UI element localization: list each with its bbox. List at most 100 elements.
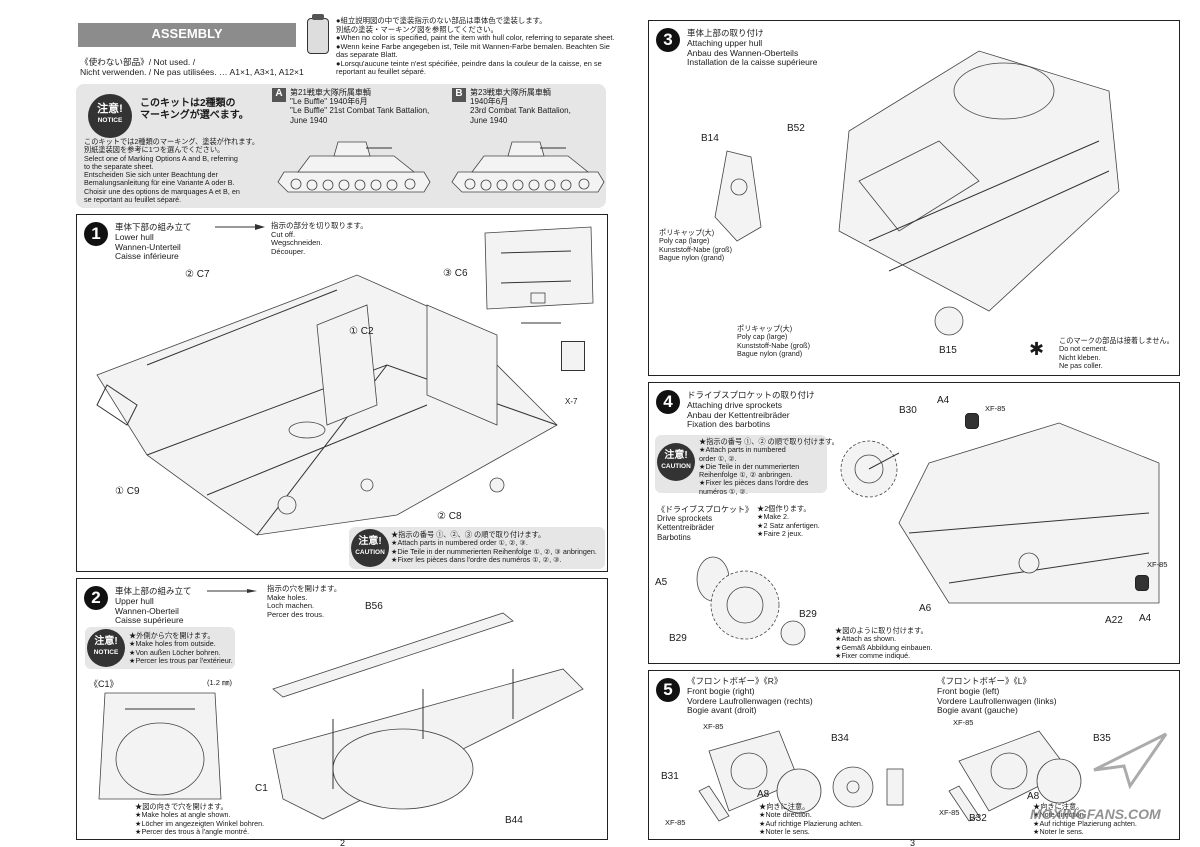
- watermark-text: MOXINGFANS.COM: [1030, 806, 1161, 822]
- direction-note-left: ★向きに注意。 ★Note direction. ★Auf richtige P…: [1033, 802, 1137, 836]
- step3-number: 3: [656, 28, 680, 52]
- step4-number: 4: [656, 390, 680, 414]
- label-a22: B29: [669, 633, 687, 644]
- xf85-label-5: XF-85: [953, 718, 974, 727]
- step2-title: 車体上部の組み立て Upper hull Wannen-Oberteil Cai…: [115, 586, 192, 626]
- front-bogie-left-illustration: [948, 730, 1082, 822]
- label-a4-top: A4: [937, 395, 950, 406]
- step2-number: 2: [84, 586, 108, 610]
- label-b32: B32: [969, 813, 987, 824]
- step2-notice-panel: 注意! NOTICE ★外側から穴を開けます。 ★Make holes from…: [85, 627, 235, 669]
- xf85-label-3: XF-85: [703, 722, 724, 731]
- lower-hull-illustration: [96, 274, 558, 536]
- label-b31: B31: [661, 771, 679, 782]
- step4-panel: 4 ドライブスプロケットの取り付け Attaching drive sprock…: [648, 382, 1180, 664]
- label-c1: C1: [255, 783, 268, 794]
- sprocket-assembly-illustration: [696, 556, 806, 646]
- a4-bottom-polycap: [1135, 575, 1149, 591]
- label-b29-left: A6: [919, 603, 932, 614]
- label-c9: ① C9: [115, 486, 140, 497]
- label-b56: B56: [365, 601, 383, 612]
- no-cement-note: このマークの部品は接着しません。 Do not cement. Nicht kl…: [1059, 336, 1174, 370]
- label-a4-bottom: A4: [1139, 613, 1152, 624]
- step2-notice-text: ★外側から穴を開けます。 ★Make holes from outside. ★…: [129, 631, 233, 665]
- step4-caution-panel: 注意! CAUTION ★指示の番号 ①、② の順で取り付けます。 ★Attac…: [655, 435, 839, 495]
- angle-text: ★図の向きで穴を開けます。 ★Make holes at angle shown…: [135, 802, 265, 836]
- step5-title-left: 《フロントボギー》《L》 Front bogie (left) Vordere …: [937, 676, 1057, 716]
- caution-badge: 注意! CAUTION: [351, 529, 389, 567]
- assembly-title: ASSEMBLY: [151, 26, 223, 41]
- label-b29-right: A22: [1105, 615, 1123, 626]
- hull-side-illustration: [898, 422, 1160, 604]
- polycap-note-1: ポリキャップ(大) Poly cap (large) Kunststoff-Na…: [659, 228, 732, 262]
- xf85-label-1: XF-85: [985, 404, 1006, 413]
- hole-note: 指示の穴を開けます。 Make holes. Loch machen. Perc…: [267, 584, 342, 619]
- right-page-number: 3: [910, 838, 916, 847]
- label-c6: ③ C6: [443, 268, 468, 279]
- part-c6-inset: [484, 226, 594, 324]
- upper-hull-illustration: [272, 612, 584, 820]
- wheel-detail-illustration: [832, 766, 904, 808]
- label-b44: B44: [505, 815, 523, 826]
- step2-panel: 2 車体上部の組み立て Upper hull Wannen-Oberteil C…: [76, 578, 608, 840]
- step1-title: 車体下部の組み立て Lower hull Wannen-Unterteil Ca…: [115, 222, 192, 262]
- upper-hull-attach-illustration: [838, 50, 1120, 336]
- label-a8-right: A8: [757, 789, 770, 800]
- step3-panel: 3 車体上部の取り付け Attaching upper hull Anbau d…: [648, 20, 1180, 376]
- label-b34: B34: [831, 733, 849, 744]
- xf85-label-6: XF-85: [939, 808, 960, 817]
- drive-sprocket-subtitle: 《ドライブスプロケット》 Drive sprockets Kettentreib…: [657, 505, 753, 542]
- label-a5: B29: [799, 609, 817, 620]
- not-used-note: 《使わない部品》/ Not used. / Nicht verwenden. /…: [80, 57, 304, 77]
- step3-title: 車体上部の取り付け Attaching upper hull Anbau des…: [687, 28, 818, 68]
- paint-note: ●組立説明図の中で塗装指示のない部品は車体色で塗装します。 別紙の塗装・マーキン…: [336, 16, 615, 77]
- xf85-label-4: XF-85: [665, 818, 686, 827]
- step1-panel: 1 車体下部の組み立て Lower hull Wannen-Unterteil …: [76, 214, 608, 572]
- c1-label: 《C1》: [89, 679, 119, 689]
- label-b35: B35: [1093, 733, 1111, 744]
- label-c7: ② C7: [185, 269, 210, 280]
- step2-notice-badge: 注意! NOTICE: [87, 629, 125, 667]
- step5-number: 5: [656, 678, 680, 702]
- left-page-number: 2: [340, 838, 346, 847]
- a4-top-polycap: [965, 413, 979, 429]
- label-x7: X-7: [565, 397, 578, 406]
- label-a6: A5: [655, 577, 668, 588]
- step1-caution-panel: 注意! CAUTION ★指示の番号 ①、②、③ の順で取り付けます。 ★Att…: [349, 527, 605, 569]
- notice-heading: このキットは2種類の マーキングが選べます。: [140, 98, 249, 121]
- label-b52: B52: [787, 123, 805, 134]
- step5-panel: 5 《フロントボギー》《R》 Front bogie (right) Vorde…: [648, 670, 1180, 840]
- c1-detail-illustration: [98, 692, 222, 800]
- x7-inset: [561, 341, 585, 371]
- option-a-letter: A: [272, 88, 286, 102]
- xf85-label-2: XF-85: [1147, 560, 1168, 569]
- direction-note-right: ★向きに注意。 ★Note direction. ★Auf richtige P…: [759, 802, 863, 836]
- label-b30: B30: [899, 405, 917, 416]
- label-c2: ① C2: [349, 326, 374, 337]
- drill-size: (1.2 ㎜): [207, 678, 233, 687]
- drive-sprocket-illustration: [840, 440, 900, 498]
- paint-bottle-icon: [307, 14, 329, 54]
- notice-body: このキットでは2種類のマーキング、塗装が作れます。 別紙塗装図を参考に1つを選ん…: [84, 137, 260, 204]
- step5-title-right: 《フロントボギー》《R》 Front bogie (right) Vordere…: [687, 676, 813, 716]
- attach-shown-note: ★図のように取り付けます。 ★Attach as shown. ★Gemäß A…: [835, 626, 933, 660]
- step1-caution-text: ★指示の番号 ①、②、③ の順で取り付けます。 ★Attach parts in…: [391, 530, 597, 564]
- label-a8-left: A8: [1027, 791, 1040, 802]
- front-bogie-right-illustration: [698, 730, 822, 822]
- b14-part-illustration: [714, 150, 762, 242]
- make2-note: ★2個作ります。 ★Make 2. ★2 Satz anfertigen. ★F…: [757, 504, 820, 538]
- notice-badge: 注意! NOTICE: [88, 94, 132, 138]
- option-b-letter: B: [452, 88, 466, 102]
- option-a-text: 第21戦車大隊所属車輌 "Le Buffle" 1940年6月 "Le Buff…: [290, 88, 430, 125]
- label-b15: B15: [939, 345, 957, 356]
- notice-panel: 注意! NOTICE このキットは2種類の マーキングが選べます。 このキットで…: [76, 84, 606, 208]
- drill-icon: [207, 589, 257, 593]
- no-cement-icon: ✱: [1029, 339, 1045, 359]
- cut-note: 指示の部分を切り取ります。 Cut off. Wegschneiden. Déc…: [271, 221, 368, 256]
- option-b-text: 第23戦車大隊所属車輌 1940年6月 23rd Combat Tank Bat…: [470, 88, 571, 125]
- knife-icon: [215, 224, 265, 230]
- tank-option-a-illustration: [277, 141, 431, 193]
- tank-option-b-illustration: [451, 141, 605, 193]
- polycap-note-2: ポリキャップ(大) Poly cap (large) Kunststoff-Na…: [737, 324, 810, 358]
- assembly-header: ASSEMBLY: [78, 23, 296, 47]
